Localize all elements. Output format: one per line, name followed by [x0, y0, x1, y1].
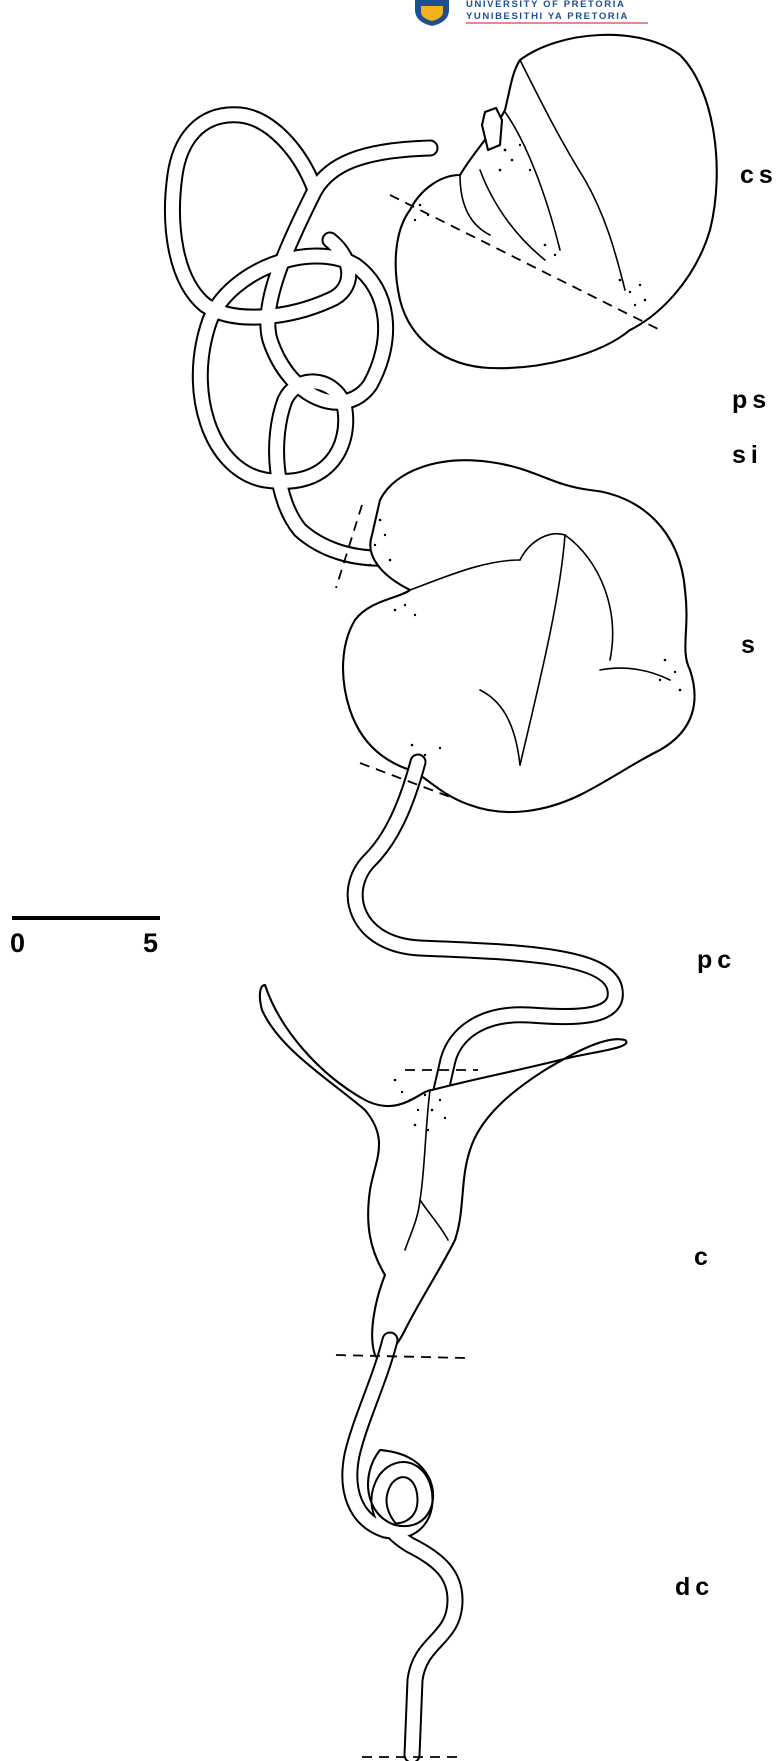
caecum	[260, 985, 627, 1358]
region-labels: cs ps si s pc c dc	[675, 161, 777, 1601]
stomach	[343, 460, 695, 812]
label-dc: dc	[675, 1573, 714, 1601]
label-cs: cs	[740, 161, 777, 189]
label-pc: pc	[697, 946, 736, 974]
label-c: c	[694, 1243, 713, 1271]
scale-bar: 0 5	[10, 918, 160, 958]
university-logo: UNIVERSITY OF PRETORIA YUNIBESITHI YA PR…	[415, 0, 648, 26]
logo-line-1: UNIVERSITY OF PRETORIA	[466, 0, 625, 10]
logo-line-2: YUNIBESITHI YA PRETORIA	[466, 11, 629, 22]
proximal-colon	[355, 762, 615, 1095]
label-s: s	[741, 631, 760, 659]
caecal-sac	[396, 35, 717, 368]
label-ps: ps	[732, 386, 771, 414]
scale-end-label: 5	[143, 928, 158, 958]
scale-start-label: 0	[10, 928, 25, 958]
distal-colon	[350, 1340, 455, 1755]
label-si: si	[732, 441, 763, 469]
